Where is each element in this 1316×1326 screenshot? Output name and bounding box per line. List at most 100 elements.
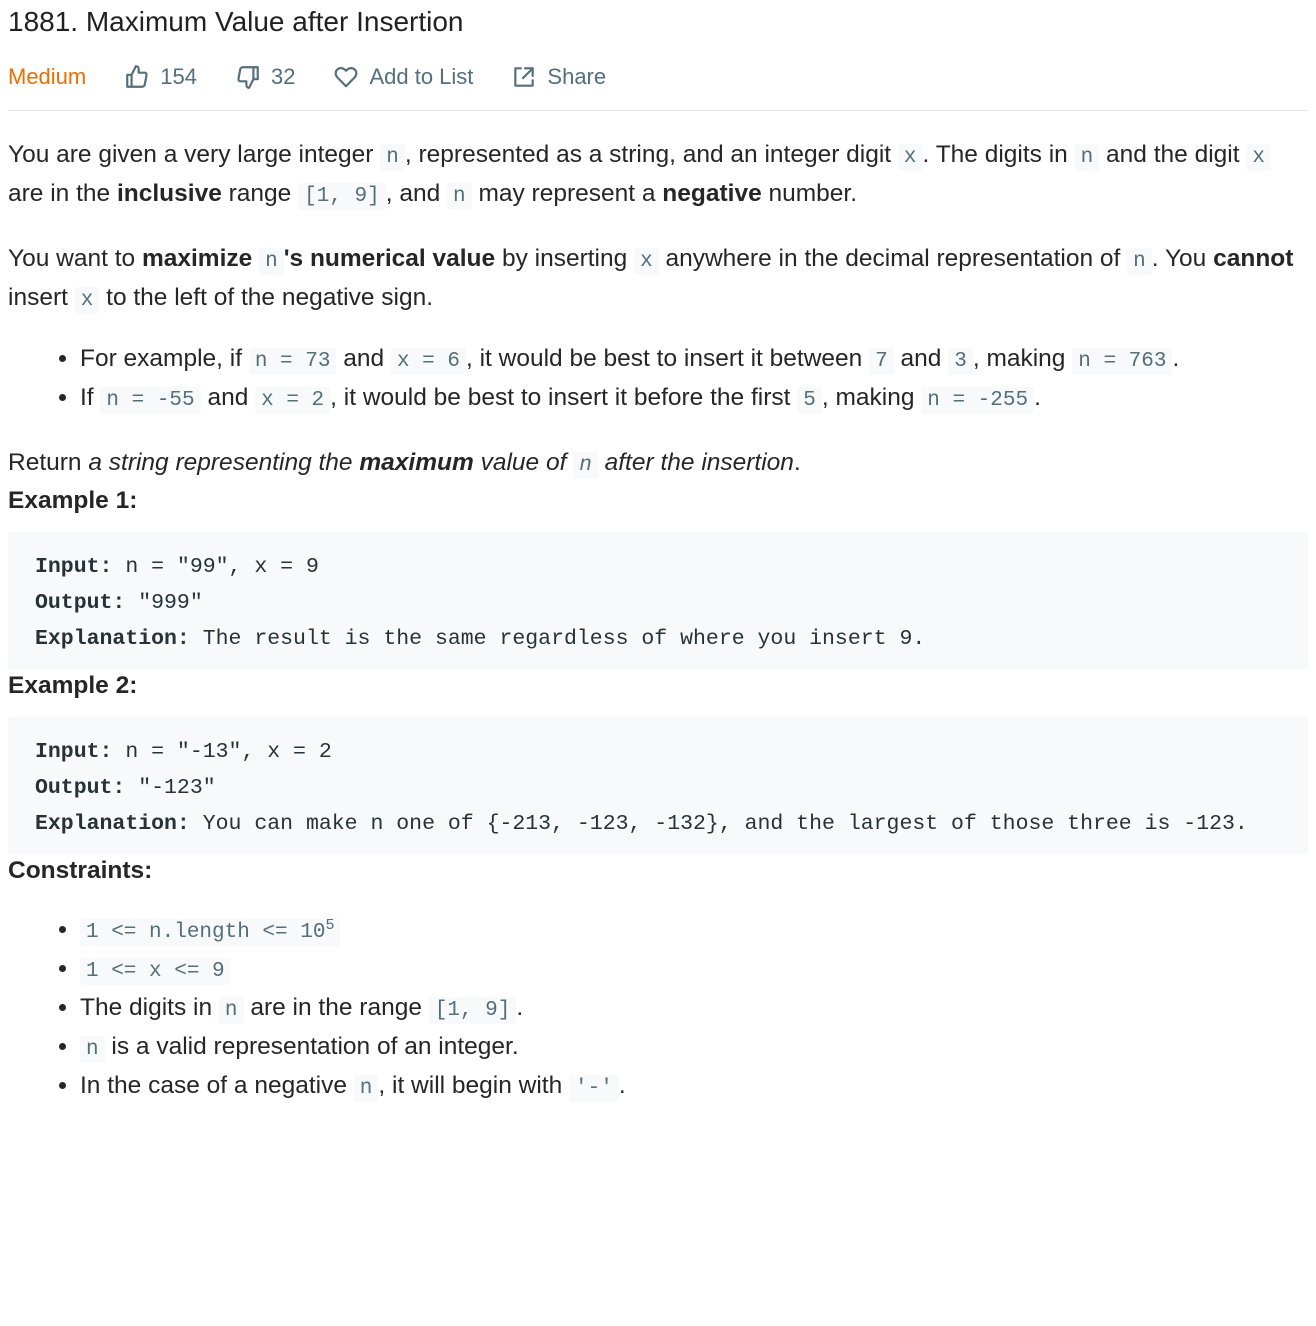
list-item: In the case of a negative n, it will beg… xyxy=(80,1068,1308,1107)
text: . xyxy=(793,449,801,476)
inline-code: n xyxy=(1074,144,1100,171)
text: . The digits in xyxy=(922,141,1075,168)
description-paragraph: You want to maximize n's numerical value… xyxy=(8,241,1308,319)
inline-code: 3 xyxy=(948,348,973,375)
inline-code: n = -55 xyxy=(100,387,201,414)
text: , making xyxy=(821,384,922,411)
text: 1 <= n.length <= 10 xyxy=(86,921,326,944)
inline-code: x xyxy=(74,287,100,314)
inline-code: x xyxy=(897,144,923,171)
text: , represented as a string, and an intege… xyxy=(404,141,898,168)
input-value: n = "99", x = 9 xyxy=(112,555,319,579)
problem-title: 1881. Maximum Value after Insertion xyxy=(8,6,464,37)
text: You want to xyxy=(8,245,142,272)
text: a string representing the xyxy=(88,449,360,476)
inline-code: '-' xyxy=(569,1075,619,1102)
text: value of xyxy=(473,449,574,476)
description-paragraph: You are given a very large integer n, re… xyxy=(8,137,1308,215)
inline-code: x = 6 xyxy=(390,348,466,375)
inline-code: x xyxy=(634,248,659,275)
inline-code: 1 <= n.length <= 105 xyxy=(80,917,341,946)
text: Return xyxy=(8,449,89,476)
inline-code: n xyxy=(380,144,405,171)
explanation-label: Explanation: xyxy=(35,812,190,836)
text: by inserting xyxy=(495,245,635,272)
text: In the case of a negative xyxy=(80,1072,354,1099)
inline-code: 5 xyxy=(797,387,822,414)
return-paragraph: Return a string representing the maximum… xyxy=(8,445,1308,484)
text: , it would be best to insert it before t… xyxy=(330,384,798,411)
output-value: "999" xyxy=(125,591,203,615)
inline-code: n xyxy=(447,183,472,210)
text: are in the xyxy=(8,180,117,207)
dislike-button[interactable]: 32 xyxy=(235,64,295,90)
text: . You xyxy=(1151,245,1214,272)
inline-code: x xyxy=(1246,144,1271,171)
output-value: "-123" xyxy=(125,776,216,800)
text: For example, if xyxy=(80,345,249,372)
heart-icon xyxy=(335,67,358,88)
text: , making xyxy=(972,345,1073,372)
text: You are given a very large integer xyxy=(8,141,381,168)
text: are in the range xyxy=(243,994,429,1021)
dislike-count: 32 xyxy=(270,64,296,89)
thumbs-up-icon xyxy=(126,65,148,88)
text: If xyxy=(80,384,101,411)
example-bullet-list: For example, if n = 73 and x = 6, it wou… xyxy=(8,341,1308,419)
text: may represent a xyxy=(471,180,663,207)
example-code-block: Input: n = "99", x = 9 Output: "999" Exp… xyxy=(8,532,1308,669)
list-item: 1 <= x <= 9 xyxy=(80,951,1308,990)
difficulty-badge: Medium xyxy=(8,64,87,89)
like-count: 154 xyxy=(160,64,197,89)
text: and xyxy=(200,384,256,411)
text: , it would be best to insert it between xyxy=(465,345,870,372)
inline-code: n xyxy=(353,1075,379,1102)
like-button[interactable]: 154 xyxy=(124,64,197,90)
input-label: Input: xyxy=(35,555,113,579)
text: after the insertion xyxy=(597,449,794,476)
inline-code: 7 xyxy=(869,348,894,375)
text: . xyxy=(516,994,524,1021)
inline-code: 1 <= x <= 9 xyxy=(80,958,231,985)
share-button[interactable]: Share xyxy=(511,64,606,90)
inline-code: n xyxy=(218,997,244,1024)
thumbs-down-icon xyxy=(237,66,259,89)
text: to the left of the negative sign. xyxy=(99,284,434,311)
inline-code: x = 2 xyxy=(255,387,331,414)
constraints-list: 1 <= n.length <= 105 1 <= x <= 9 The dig… xyxy=(8,912,1308,1107)
text: and the digit xyxy=(1099,141,1247,168)
explanation-value: You can make n one of {-213, -123, -132}… xyxy=(189,812,1248,836)
example-heading: Example 2: xyxy=(8,672,138,699)
constraints-heading: Constraints: xyxy=(8,857,153,884)
text: range xyxy=(221,180,299,207)
problem-content: You are given a very large integer n, re… xyxy=(8,137,1308,1107)
problem-description-panel: 1881. Maximum Value after Insertion Medi… xyxy=(0,0,1316,1107)
text: number. xyxy=(761,180,858,207)
inline-code: n = 73 xyxy=(248,348,337,375)
bold-text: inclusive xyxy=(116,180,222,207)
inline-code: n xyxy=(573,452,598,479)
example-code-block: Input: n = "-13", x = 2 Output: "-123" E… xyxy=(8,717,1308,854)
explanation-label: Explanation: xyxy=(35,627,190,651)
add-to-list-button[interactable]: Add to List xyxy=(333,64,473,90)
add-to-list-label: Add to List xyxy=(369,64,474,89)
example-heading: Example 1: xyxy=(8,487,138,514)
input-label: Input: xyxy=(35,740,113,764)
inline-code: [1, 9] xyxy=(298,183,386,210)
text: The digits in xyxy=(80,994,219,1021)
text: . xyxy=(1172,345,1180,372)
text: . xyxy=(618,1072,626,1099)
text: and xyxy=(893,345,949,372)
input-value: n = "-13", x = 2 xyxy=(112,740,332,764)
text: is a valid representation of an integer. xyxy=(104,1033,519,1060)
text: . xyxy=(1034,384,1041,411)
inline-code: [1, 9] xyxy=(428,997,517,1024)
superscript: 5 xyxy=(325,917,335,934)
bold-text: cannot xyxy=(1213,245,1294,272)
text: and xyxy=(336,345,391,372)
italic-text: a string representing the maximum value … xyxy=(88,449,794,479)
output-label: Output: xyxy=(35,776,126,800)
text: insert xyxy=(8,284,75,311)
inline-code: n xyxy=(1127,248,1152,275)
text: , and xyxy=(385,180,448,207)
